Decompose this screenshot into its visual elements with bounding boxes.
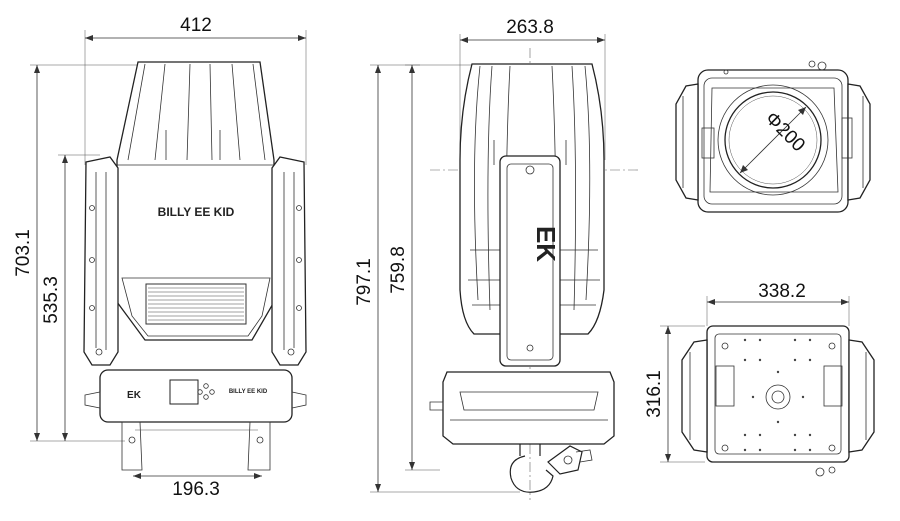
- dim-bottom-height: 316.1: [644, 370, 665, 418]
- dim-front-width: 412: [180, 15, 212, 36]
- dim-front-height-arm: 535.3: [41, 276, 62, 324]
- dim-front-height-total: 703.1: [13, 229, 34, 277]
- dim-side-height-body: 759.8: [388, 246, 409, 294]
- dim-side-depth: 263.8: [506, 17, 554, 38]
- dim-bottom-width: 338.2: [758, 281, 806, 302]
- side-logo: EK: [531, 226, 561, 262]
- dim-front-base-width: 196.3: [172, 479, 220, 500]
- front-view: 412 703.1 535.3 BILLY EE KID: [13, 15, 307, 500]
- base-logo: EK: [127, 390, 142, 401]
- base-brand: BILLY EE KID: [229, 389, 268, 395]
- dim-line-top-diameter: [739, 106, 807, 174]
- side-view: 263.8 797.1 759.8 EK: [354, 17, 640, 500]
- top-view: Φ200: [675, 60, 871, 213]
- front-brand-label: BILLY EE KID: [158, 205, 235, 219]
- bottom-view: 338.2 316.1: [644, 281, 875, 477]
- dim-side-height-total: 797.1: [354, 258, 375, 306]
